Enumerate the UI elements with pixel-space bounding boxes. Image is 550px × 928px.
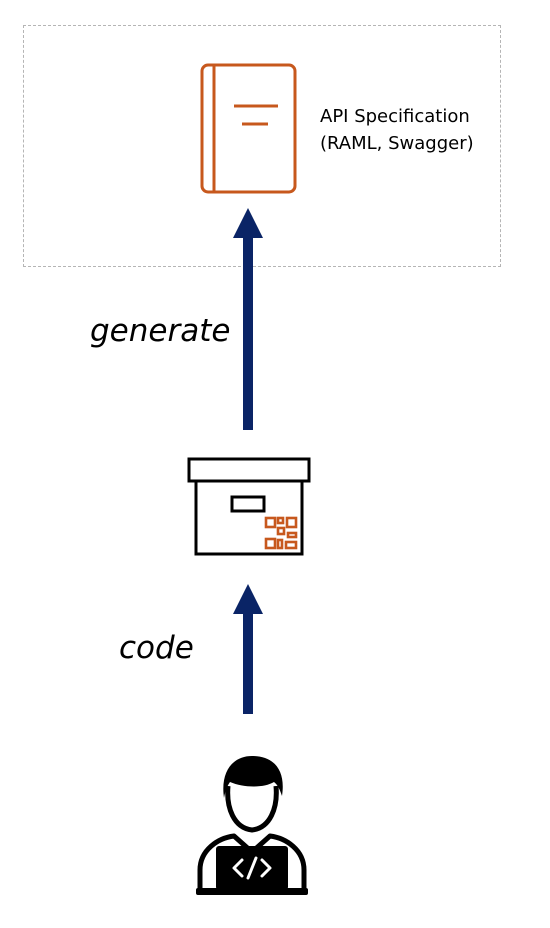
code-label: code [119, 630, 194, 666]
book-icon [200, 63, 297, 194]
generate-arrow [233, 208, 263, 430]
generate-label: generate [90, 313, 231, 349]
api-specification-container [23, 25, 501, 267]
api-specification-label: API Specification (RAML, Swagger) [320, 103, 474, 157]
qr-code-icon [264, 516, 298, 550]
archive-box-icon [187, 457, 311, 556]
code-brackets-icon [232, 856, 272, 880]
code-arrow [233, 584, 263, 714]
api-specification-title: API Specification [320, 106, 470, 127]
developer-icon [196, 756, 308, 895]
api-specification-formats: (RAML, Swagger) [320, 133, 474, 154]
